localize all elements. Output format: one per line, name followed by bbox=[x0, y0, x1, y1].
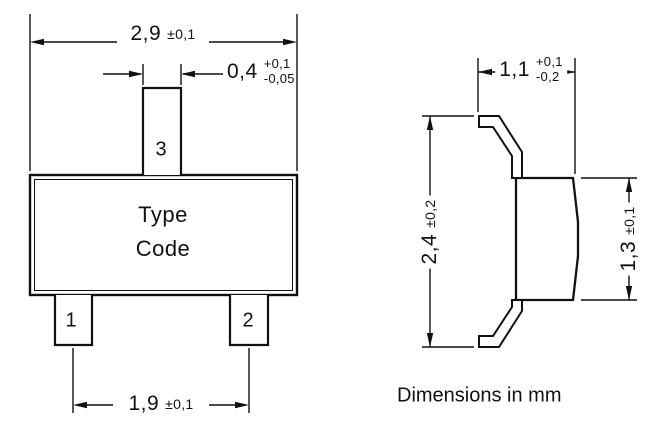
marking-line-2: Code bbox=[135, 236, 191, 261]
dim-pin-width: 0,4 +0,1 -0,05 bbox=[227, 56, 295, 87]
dim-thickness-tolerance: +0,1 -0,2 bbox=[535, 54, 563, 85]
pin-2-outline bbox=[228, 295, 270, 347]
front-view-dimension-lines bbox=[29, 14, 298, 413]
dim-pin-pitch: 1,9 ±0,1 bbox=[128, 392, 193, 416]
dim-overall-height-value: 2,4 bbox=[418, 233, 441, 265]
pin-3-label: 3 bbox=[155, 139, 166, 162]
dim-pin-width-value: 0,4 bbox=[227, 60, 258, 83]
pin-3-number: 3 bbox=[155, 138, 167, 161]
dim-overall-width-value: 2,9 bbox=[130, 22, 162, 45]
dim-thickness-tol-plus: +0,1 bbox=[535, 54, 563, 70]
package-body-outline bbox=[28, 173, 299, 297]
dim-thickness: 1,1 +0,1 -0,2 bbox=[495, 54, 567, 85]
dimensions-note-text: Dimensions in mm bbox=[397, 384, 562, 407]
dim-body-height: 1,3 ±0,1 bbox=[617, 202, 641, 276]
dimension-arrowheads bbox=[30, 38, 633, 409]
top-lead-outline bbox=[478, 115, 523, 179]
side-view-linework bbox=[478, 115, 580, 348]
dim-pin-width-tol-minus: -0,05 bbox=[263, 71, 295, 86]
dim-thickness-tol-minus: -0,2 bbox=[535, 69, 560, 84]
package-body-side-outline bbox=[514, 176, 580, 302]
pin-3-outline bbox=[141, 86, 183, 175]
pin-2-number: 2 bbox=[242, 309, 254, 332]
dim-pin-width-tol-plus: +0,1 bbox=[263, 56, 291, 72]
dim-pin-width-tolerance: +0,1 -0,05 bbox=[263, 56, 295, 87]
dim-pin-pitch-tolerance: ±0,1 bbox=[165, 396, 194, 412]
dim-overall-height: 2,4 ±0,2 bbox=[418, 195, 442, 269]
pin-1-outline bbox=[53, 295, 94, 347]
bottom-lead-outline bbox=[478, 299, 523, 348]
dim-thickness-value: 1,1 bbox=[499, 58, 530, 81]
marking-text: Type Code bbox=[136, 198, 191, 266]
package-body-inner-line bbox=[34, 179, 293, 291]
package-marking: Type Code bbox=[136, 198, 191, 266]
dimensions-note: Dimensions in mm bbox=[397, 385, 561, 408]
dim-overall-height-tolerance: ±0,2 bbox=[422, 199, 438, 228]
pin-1-number: 1 bbox=[65, 309, 77, 332]
pin-2-label: 2 bbox=[242, 310, 253, 333]
dim-overall-width-tolerance: ±0,1 bbox=[167, 26, 196, 42]
dim-body-height-tolerance: ±0,1 bbox=[621, 206, 637, 235]
front-view-linework bbox=[28, 86, 299, 347]
dim-pin-pitch-value: 1,9 bbox=[128, 392, 160, 415]
marking-line-1: Type bbox=[138, 202, 188, 227]
dim-body-height-value: 1,3 bbox=[617, 240, 640, 272]
dim-overall-width: 2,9 ±0,1 bbox=[130, 22, 195, 46]
pin-1-label: 1 bbox=[65, 310, 76, 333]
